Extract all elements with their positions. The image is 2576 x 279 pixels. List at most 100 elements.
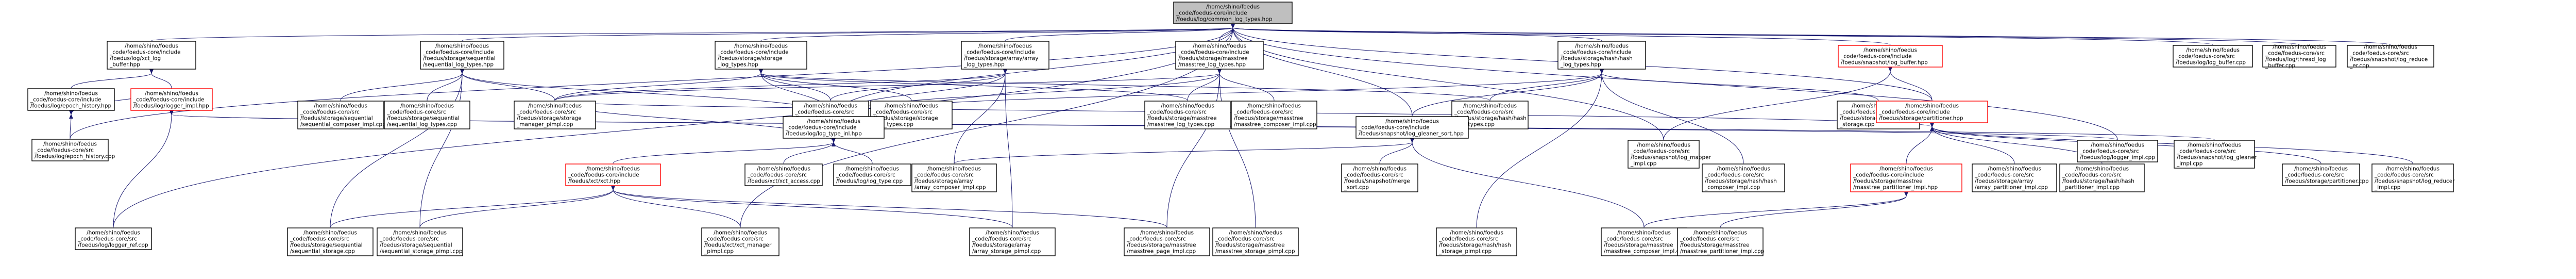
- node-label-line: /home/shino/foedus: [885, 103, 938, 109]
- node-label-line: _sort.cpp: [1344, 185, 1369, 191]
- file-node-arr-log[interactable]: /home/shino/foedus_code/foedus-core/incl…: [961, 41, 1049, 70]
- node-box: [1628, 140, 1700, 169]
- node-label-line: _manager_pimpl.cpp: [516, 122, 573, 128]
- node-box: [377, 227, 463, 256]
- node-label-line: /masstree_partitioner_impl.cpp: [1680, 249, 1765, 255]
- file-node-mt-log[interactable]: /home/shino/foedus_code/foedus-core/incl…: [1175, 41, 1264, 70]
- file-node-xct-hpp[interactable]: /home/shino/foedus_code/foedus-core/incl…: [565, 163, 661, 186]
- node-label-line: _code/foedus-core/src: [972, 236, 1031, 242]
- file-node-logger-impl-hpp[interactable]: /home/shino/foedus_code/foedus-core/incl…: [130, 88, 213, 111]
- file-node-hash-part[interactable]: /home/shino/foedus_code/foedus-core/src/…: [2059, 163, 2145, 192]
- file-node-hash-stor-pimpl[interactable]: /home/shino/foedus_code/foedus-core/src/…: [1436, 227, 1517, 256]
- file-node-xct-access[interactable]: /home/shino/foedus_code/foedus-core/src/…: [744, 163, 823, 186]
- file-node-mt-log-cpp[interactable]: /home/shino/foedus_code/foedus-core/src/…: [1144, 101, 1231, 129]
- file-node-log-mapper[interactable]: /home/shino/foedus_code/foedus-core/src/…: [1628, 140, 1711, 169]
- file-node-partitioner-cpp[interactable]: /home/shino/foedus_code/foedus-core/src/…: [2282, 163, 2369, 186]
- file-node-epoch-hist[interactable]: /home/shino/foedus_code/foedus-core/incl…: [27, 88, 115, 111]
- node-label-line: /foedus/storage/masstree: [1234, 116, 1303, 122]
- file-node-xct-log[interactable]: /home/shino/foedus_code/foedus-core/incl…: [107, 41, 196, 70]
- node-label-line: _code/foedus-core/include: [1560, 50, 1632, 56]
- node-label-line: _code/foedus-core/src: [873, 109, 933, 116]
- include-edge: [1929, 122, 2103, 164]
- file-node-snap-log-buf[interactable]: /home/shino/foedus_code/foedus-core/incl…: [1838, 45, 1943, 68]
- node-label-line: /foedus/snapshot/log_buffer.hpp: [1841, 60, 1928, 66]
- include-edge: [1929, 122, 2413, 164]
- file-node-xct-man[interactable]: /home/shino/foedus_code/foedus-core/src/…: [701, 227, 779, 256]
- file-node-hash-comp[interactable]: /home/shino/foedus_code/foedus-core/src/…: [1702, 163, 1785, 192]
- node-label-line: _code/foedus-core/include: [717, 50, 789, 56]
- node-label-line: /masstree_composer_impl.cpp: [1234, 122, 1316, 128]
- file-node-log-type[interactable]: /home/shino/foedus_code/foedus-core/incl…: [783, 116, 885, 139]
- node-label-line: /masstree_partitioner_impl.hpp: [1853, 185, 1938, 191]
- file-node-merge-sort[interactable]: /home/shino/foedus_code/foedus-core/src/…: [1341, 163, 1418, 192]
- node-label-line: /foedus/storage/storage: [517, 116, 582, 122]
- file-node-logger-ref[interactable]: /home/shino/foedus_code/foedus-core/src/…: [75, 227, 152, 250]
- node-label-line: /foedus/storage/sequential: [380, 242, 452, 249]
- file-node-stor-log-cpp[interactable]: /home/shino/foedus_code/foedus-core/src/…: [870, 101, 953, 129]
- node-label-line: /foedus/storage/partitioner.cpp: [2285, 178, 2369, 185]
- node-label-line: /home/shino/foedus: [757, 166, 810, 172]
- file-node-arr-stor[interactable]: /home/shino/foedus_code/foedus-core/src/…: [969, 227, 1056, 256]
- node-label-line: /foedus/storage/sequential: [300, 116, 373, 122]
- file-node-log-reducer-impl[interactable]: /home/shino/foedus_code/foedus-core/src/…: [2371, 163, 2455, 192]
- include-edge: [330, 69, 465, 228]
- file-node-seq-log[interactable]: /home/shino/foedus_code/foedus-core/incl…: [420, 41, 504, 70]
- file-node-mt-part-hpp[interactable]: /home/shino/foedus_code/foedus-core/incl…: [1850, 163, 1962, 192]
- node-label-line: /home/shino/foedus: [1988, 166, 2041, 172]
- node-label-line: /home/shino/foedus: [1717, 166, 1770, 172]
- file-node-mt-page[interactable]: /home/shino/foedus_code/foedus-core/src/…: [1124, 227, 1210, 256]
- node-label-line: /masstree_composer_impl.cpp: [1604, 249, 1686, 255]
- file-node-thr-log-buf[interactable]: /home/shino/foedus_code/foedus-core/src/…: [2262, 44, 2336, 69]
- node-label-line: _code/foedus-core/src: [1147, 109, 1207, 116]
- file-node-logger-impl-cpp[interactable]: /home/shino/foedus_code/foedus-core/src/…: [2077, 140, 2158, 162]
- include-edge: [760, 23, 1235, 41]
- file-node-hash-log[interactable]: /home/shino/foedus_code/foedus-core/incl…: [1557, 41, 1646, 70]
- file-node-log-buf-cpp[interactable]: /home/shino/foedus_code/foedus-core/src/…: [2173, 45, 2253, 68]
- file-node-arr-comp[interactable]: /home/shino/foedus_code/foedus-core/src/…: [911, 163, 997, 192]
- node-box: [514, 101, 596, 129]
- file-node-log-type-cpp[interactable]: /home/shino/foedus_code/foedus-core/src/…: [833, 163, 911, 186]
- file-node-stor-man[interactable]: /home/shino/foedus_code/foedus-core/src/…: [514, 101, 596, 129]
- file-node-snap-log-red[interactable]: /home/shino/foedus_code/foedus-core/src/…: [2347, 44, 2434, 69]
- file-node-arr-part[interactable]: /home/shino/foedus_code/foedus-core/src/…: [1972, 163, 2057, 192]
- file-node-seq-stor[interactable]: /home/shino/foedus_code/foedus-core/src/…: [287, 227, 374, 256]
- node-label-line: /home/shino/foedus: [2364, 44, 2417, 51]
- file-node-log-gleaner-impl[interactable]: /home/shino/foedus_code/foedus-core/src/…: [2174, 140, 2257, 169]
- include-edge: [1230, 23, 1891, 45]
- file-node-part-hpp[interactable]: /home/shino/foedus_code/foedus-core/incl…: [1876, 101, 1988, 123]
- file-node-mt-comp2[interactable]: /home/shino/foedus_code/foedus-core/src/…: [1601, 227, 1687, 256]
- node-label-line: _code/foedus-core/src: [836, 172, 895, 178]
- include-edge: [1166, 69, 1222, 228]
- node-label-line: _composer_impl.cpp: [1704, 185, 1760, 191]
- node-label-line: /foedus/log/logger_ref.cpp: [78, 242, 148, 249]
- file-node-mt-comp[interactable]: /home/shino/foedus_code/foedus-core/src/…: [1231, 101, 1317, 129]
- node-label-line: _code/foedus-core/include: [963, 50, 1035, 56]
- node-label-line: /home/shino/foedus: [1450, 230, 1503, 236]
- file-node-log-gleaner-sort[interactable]: /home/shino/foedus_code/foedus-core/incl…: [1355, 116, 1469, 139]
- file-node-epoch-hist-cpp[interactable]: /home/shino/foedus_code/foedus-core/src/…: [31, 139, 115, 161]
- node-label-line: /home/shino/foedus: [1140, 230, 1194, 236]
- file-node-mt-stor[interactable]: /home/shino/foedus_code/foedus-core/src/…: [1212, 227, 1299, 256]
- file-node-root[interactable]: /home/shino/foedus_code/foedus-core/incl…: [1173, 2, 1293, 24]
- node-label-line: _code/foedus-core/src: [1344, 172, 1403, 178]
- include-edge: [1412, 69, 1604, 117]
- node-label-line: /foedus/log/thread_log: [2265, 57, 2326, 63]
- file-node-seq-comp[interactable]: /home/shino/foedus_code/foedus-core/src/…: [297, 101, 386, 129]
- node-box: [961, 41, 1049, 70]
- node-label-line: _code/foedus-core/src: [1126, 236, 1186, 242]
- file-node-seq-stor-pimpl[interactable]: /home/shino/foedus_code/foedus-core/src/…: [377, 227, 463, 256]
- include-edge: [613, 138, 836, 164]
- node-label-line: /masstree_log_types.cpp: [1147, 122, 1214, 128]
- node-label-line: /foedus/storage/storage: [873, 116, 938, 122]
- node-label-line: /foedus/storage/sequential: [387, 116, 460, 122]
- file-node-seq-log-cpp[interactable]: /home/shino/foedus_code/foedus-core/src/…: [384, 101, 470, 129]
- file-node-stor-log[interactable]: /home/shino/foedus_code/foedus-core/incl…: [715, 41, 807, 70]
- node-label-line: /foedus/storage/hash/hash: [1439, 242, 1511, 249]
- node-box: [2077, 140, 2158, 162]
- node-label-line: _pimpl.cpp: [704, 249, 734, 255]
- file-node-mt-part-cpp[interactable]: /home/shino/foedus_code/foedus-core/src/…: [1677, 227, 1765, 256]
- node-label-line: _code/foedus-core/src: [1215, 236, 1275, 242]
- node-label-line: /foedus/log/logger_impl.hpp: [133, 103, 209, 109]
- node-box: [2262, 45, 2336, 68]
